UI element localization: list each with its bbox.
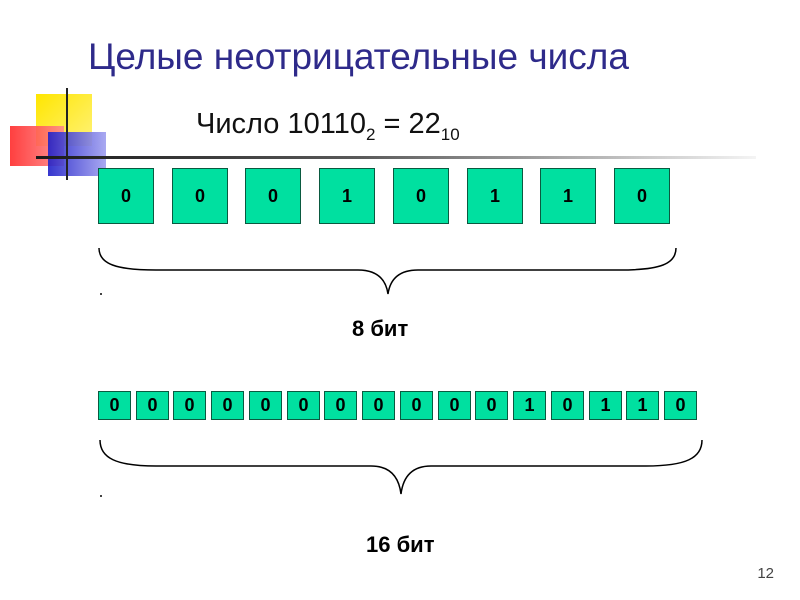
bit-cell: 0: [249, 391, 282, 420]
bit-cell: 0: [551, 391, 584, 420]
bits8-dot: [100, 293, 102, 295]
bit-cell: 0: [362, 391, 395, 420]
bit-cell: 0: [287, 391, 320, 420]
bit-cell: 0: [172, 168, 228, 224]
bit-cell: 1: [589, 391, 622, 420]
bit-cell: 0: [98, 391, 131, 420]
title-underline: [36, 156, 756, 159]
bits16-label: 16 бит: [366, 532, 435, 557]
formula-middle: = 22: [375, 108, 441, 140]
bit-cell: 0: [245, 168, 301, 224]
page-number: 12: [757, 565, 774, 582]
bit-cell: 0: [400, 391, 433, 420]
bits8-label: 8 бит: [352, 316, 409, 341]
bits8-brace: [98, 247, 677, 295]
bit-cell: 0: [614, 168, 670, 224]
deco-vertical-line: [66, 88, 68, 180]
bit-cell: 1: [319, 168, 375, 224]
bits16-brace: [99, 439, 703, 495]
formula-base-right: 10: [440, 124, 460, 144]
bit-cell: 0: [475, 391, 508, 420]
bit-cell: 0: [393, 168, 449, 224]
bit-cell: 1: [540, 168, 596, 224]
formula-base-left: 2: [365, 124, 376, 144]
bit-cell: 0: [98, 168, 154, 224]
slide-title: Целые неотрицательные числа: [88, 36, 629, 77]
bit-cell: 1: [513, 391, 546, 420]
bits16-dot: [100, 495, 102, 497]
bit-cell: 0: [664, 391, 697, 420]
bit-cell: 0: [211, 391, 244, 420]
deco-blue-square: [48, 132, 106, 176]
bit-cell: 0: [438, 391, 471, 420]
bit-cell: 1: [626, 391, 659, 420]
bit-cell: 0: [324, 391, 357, 420]
number-formula: Число 101102 = 2210: [196, 108, 460, 145]
bit-cell: 0: [136, 391, 169, 420]
bit-cell: 1: [467, 168, 523, 224]
bit-cell: 0: [173, 391, 206, 420]
formula-prefix: Число 10110: [196, 108, 366, 140]
